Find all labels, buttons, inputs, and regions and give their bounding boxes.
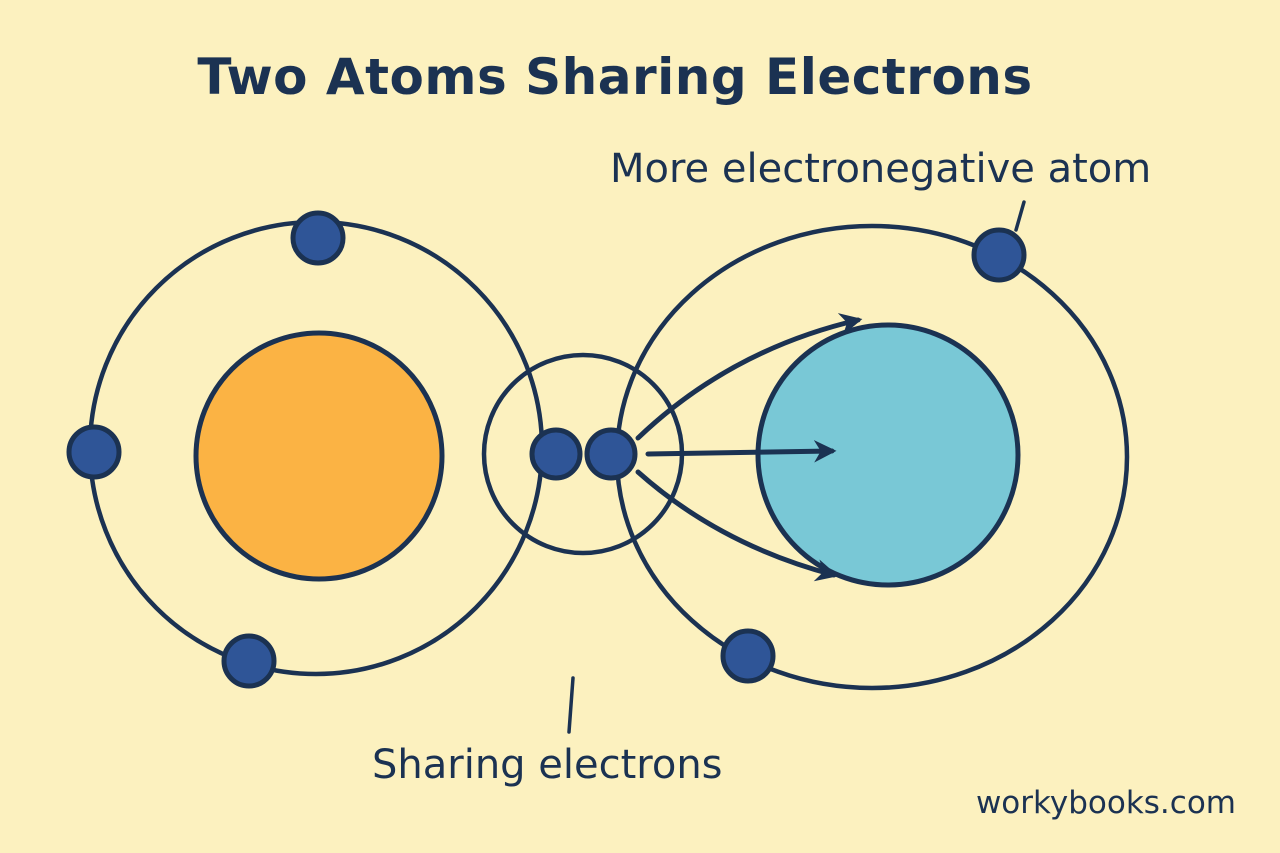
sharing-electrons-label: Sharing electrons [372, 742, 723, 788]
electronegative-pointer-line [1014, 200, 1026, 232]
arrow-middle [645, 440, 837, 463]
electrons [66, 210, 1027, 689]
sharing-pointer-line [567, 676, 575, 734]
electron [66, 424, 122, 480]
electron [221, 633, 277, 689]
arrow-lower [635, 469, 839, 582]
right-nucleus [755, 322, 1021, 588]
pull-arrows [635, 313, 863, 582]
shared-electron-right [584, 427, 638, 481]
electronegative-atom-label: More electronegative atom [610, 146, 1152, 192]
electron [290, 210, 346, 266]
electron [971, 227, 1027, 283]
right-atom [614, 223, 1130, 691]
arrow-upper [635, 313, 863, 441]
watermark: workybooks.com [975, 785, 1236, 821]
shared-electron-left [529, 427, 583, 481]
electron [720, 628, 776, 684]
diagram-title: Two Atoms Sharing Electrons [197, 48, 1033, 106]
left-atom [87, 219, 545, 677]
left-nucleus [193, 330, 445, 582]
